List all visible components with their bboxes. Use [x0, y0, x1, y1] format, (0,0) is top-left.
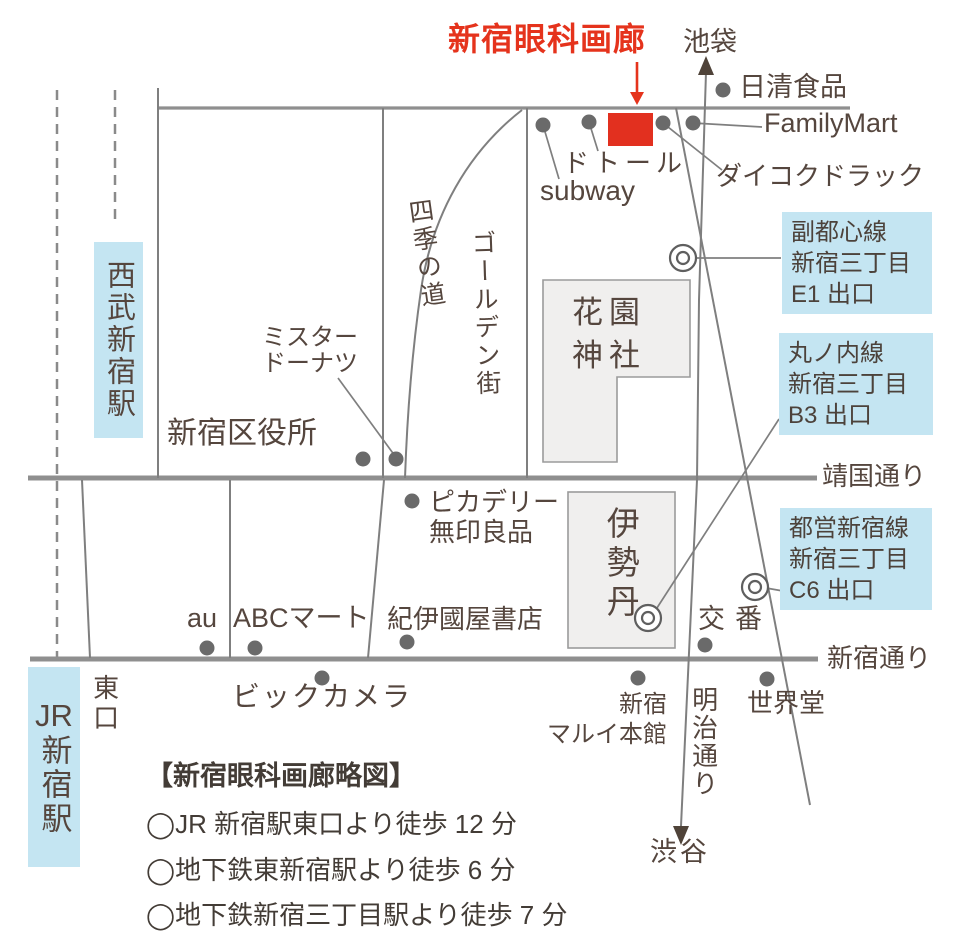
leader-subway [542, 124, 560, 180]
label-yasukuni-dori: 靖国通り [822, 461, 927, 491]
label-marui: 新宿 マルイ本館 [547, 691, 667, 748]
label-picadilly: ピカデリー [429, 487, 560, 517]
legend-item-shinjuku-sanchome: ◯地下鉄新宿三丁目駅より徒歩 7 分 [146, 900, 568, 930]
label-nissin: 日清食品 [739, 72, 847, 102]
exit-box-e1: 副都心線 新宿三丁目 E1 出口 [782, 212, 932, 314]
dot-picadilly [404, 493, 420, 509]
gallery-pointer-arrow [630, 92, 644, 105]
dot-doutor [581, 114, 597, 130]
label-doutor: ドトール [563, 148, 688, 178]
exit-symbol-e1 [668, 243, 698, 273]
meiji-dori-road [680, 71, 707, 827]
exit-symbol-c6 [740, 572, 770, 602]
dot-abc-mart [247, 640, 263, 656]
label-mister-donut: ミスター ドーナツ [262, 324, 358, 378]
dot-kinokuniya [399, 634, 415, 650]
label-east-exit: 東口 [89, 674, 120, 734]
leader-familymart [692, 122, 763, 128]
dot-sekaido [759, 671, 775, 687]
label-au: au [187, 603, 218, 633]
dot-subway [535, 117, 551, 133]
label-sekaido: 世界堂 [747, 688, 826, 718]
shiki-no-michi-road [404, 109, 523, 479]
place-dots [199, 82, 775, 687]
leader-daikoku [662, 122, 723, 171]
label-bic-camera: ビックカメラ [232, 681, 413, 712]
jr-shinjuku-station-box: JR 新宿駅 [28, 667, 80, 867]
arrow-south-shibuya [673, 826, 689, 845]
street-diagonal-east [675, 107, 811, 806]
label-subway: subway [540, 175, 635, 206]
gallery-marker [608, 113, 653, 146]
legend-title: 【新宿眼科画廊略図】 [146, 761, 416, 791]
label-hanazono-shrine: 花園 神社 [572, 295, 646, 373]
exit-box-c6: 都営新宿線 新宿三丁目 C6 出口 [780, 508, 932, 610]
street-slant-left [81, 479, 91, 659]
exit-symbol-b3 [633, 603, 663, 633]
label-shinjuku-dori: 新宿通り [827, 643, 932, 673]
dot-familymart [685, 115, 701, 131]
hanazono-shrine-building [542, 279, 691, 463]
dot-koban [697, 637, 713, 653]
exit-symbols [633, 243, 770, 633]
legend-item-jr: ◯JR 新宿駅東口より徒歩 12 分 [146, 809, 517, 839]
exit-box-b3: 丸ノ内線 新宿三丁目 B3 出口 [779, 333, 933, 435]
label-abc-mart: ABCマート [233, 603, 370, 633]
dot-mister-donut [388, 451, 404, 467]
label-isetan: 伊勢丹 [602, 506, 640, 623]
label-daikoku: ダイコクドラック [716, 161, 925, 191]
page-title: 新宿眼科画廊 [448, 21, 647, 57]
arrow-north-ikebukuro [698, 56, 714, 75]
direction-ikebukuro: 池袋 [683, 27, 737, 57]
dot-daikoku [655, 115, 671, 131]
label-muji: 無印良品 [429, 517, 534, 547]
leader-mister-donut [337, 377, 396, 457]
dot-city-office [355, 451, 371, 467]
dot-marui [630, 670, 646, 686]
direction-shibuya: 渋谷 [650, 837, 710, 867]
leader-exit-b3 [654, 418, 780, 612]
label-city-office: 新宿区役所 [167, 417, 317, 450]
legend-item-higashi-shinjuku: ◯地下鉄東新宿駅より徒歩 6 分 [146, 855, 516, 885]
dot-au [199, 640, 215, 656]
label-kinokuniya: 紀伊國屋書店 [387, 604, 544, 634]
label-meiji-dori: 明治通り [688, 686, 719, 798]
seibu-shinjuku-station-box: 西武新宿駅 [94, 242, 143, 438]
street-slant-mid [367, 479, 385, 659]
label-familymart: FamilyMart [764, 108, 898, 138]
label-koban: 交番 [698, 604, 772, 634]
dot-bic-camera [314, 670, 330, 686]
dot-nissin [715, 82, 731, 98]
label-golden-gai: ゴールデン街 [467, 229, 502, 399]
